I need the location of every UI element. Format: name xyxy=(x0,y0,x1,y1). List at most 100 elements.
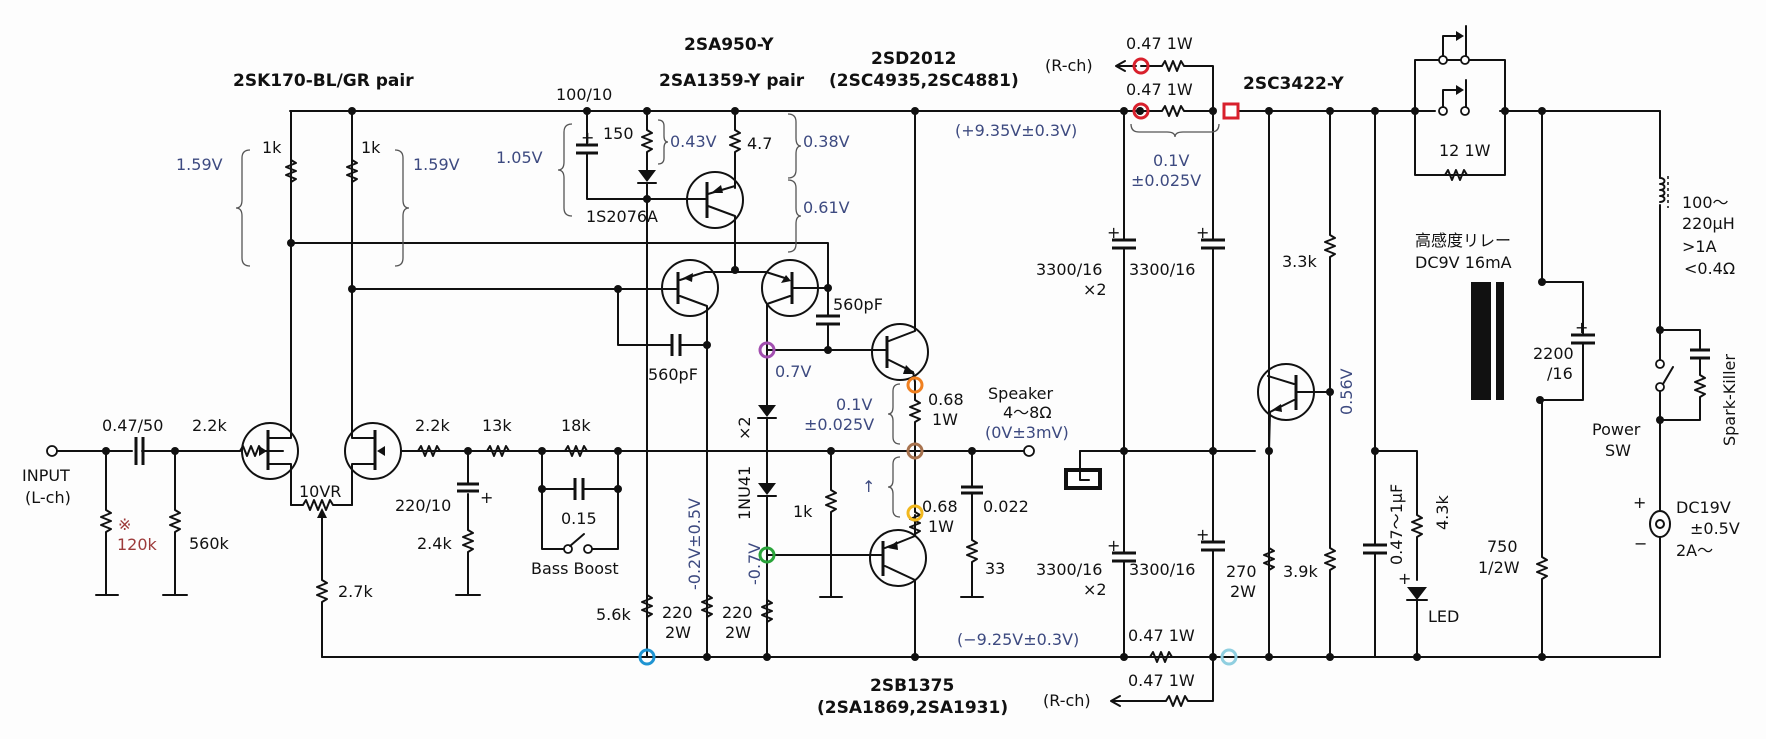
label-r-270-w: 2W xyxy=(1230,582,1256,601)
label-c-fb: 220/10 xyxy=(395,496,451,515)
capacitor-0-022-icon xyxy=(961,485,983,495)
junction xyxy=(1536,396,1544,404)
junction xyxy=(1656,416,1664,424)
resistor-4-7-icon xyxy=(729,110,741,189)
junction xyxy=(1326,388,1334,396)
junction xyxy=(1265,653,1273,661)
junction xyxy=(1538,653,1546,661)
cap-100-10-wire xyxy=(586,110,648,200)
brace-043v xyxy=(657,119,669,165)
voltage-rail-positive: (+9.35V±0.3V) xyxy=(955,121,1077,140)
part-diff-pair: 2SA1359-Y pair xyxy=(659,71,805,91)
input-terminal[interactable] xyxy=(46,445,58,457)
label-r-220-a: 220 xyxy=(662,603,693,622)
capacitor-220-10-icon xyxy=(457,482,479,493)
label-r-in-series: 2.2k xyxy=(192,416,227,435)
jfet-right-icon xyxy=(344,110,419,506)
wire xyxy=(1079,450,1090,481)
label-c-in: 0.47/50 xyxy=(102,416,163,435)
capacitor-2200-icon xyxy=(1571,333,1595,345)
voltage-jfet-right: 1.59V xyxy=(413,155,460,174)
vr-wiper-arrow-icon xyxy=(317,508,327,518)
transistor-2sa950-icon xyxy=(646,171,744,244)
resistor-270-icon xyxy=(1263,450,1275,658)
voltage-output: (0V±3mV) xyxy=(985,423,1069,442)
label-r-in-shunt: 120k xyxy=(117,535,158,554)
brace-emitter-bottom xyxy=(887,456,901,518)
capacitor-047-1u-icon xyxy=(1363,543,1387,555)
resistor-12-1w-icon xyxy=(1444,169,1468,181)
zobel-network xyxy=(960,450,984,598)
label-r-4-7: 4.7 xyxy=(747,134,772,153)
test-point-output[interactable] xyxy=(906,442,924,460)
label-inductor-4: <0.4Ω xyxy=(1684,259,1735,278)
brace-jfet-left xyxy=(235,149,251,267)
label-note-mark: ※ xyxy=(118,515,131,534)
junction xyxy=(1371,447,1379,455)
vr-10-icon xyxy=(290,499,353,511)
voltage-0-61: 0.61V xyxy=(803,198,850,217)
label-plus: + xyxy=(1107,536,1120,555)
jfet-left-icon xyxy=(241,110,299,506)
label-relay: 高感度リレー xyxy=(1415,231,1511,250)
label-c-560-b: 560pF xyxy=(833,295,883,314)
voltage-jfet-left: 1.59V xyxy=(176,155,223,174)
label-c-2200-v: /16 xyxy=(1547,364,1573,383)
capacitor-100-10-icon xyxy=(576,143,598,155)
part-protect-tr: 2SC3422-Y xyxy=(1243,74,1344,94)
label-dc-plus: + xyxy=(1633,493,1646,512)
voltage-0-56: 0.56V xyxy=(1337,368,1356,415)
power-switch-icon[interactable] xyxy=(1655,359,1674,392)
voltage-rail-negative: (−9.25V±0.3V) xyxy=(957,630,1079,649)
brace-105v xyxy=(557,123,573,217)
test-point-npn-emitter[interactable] xyxy=(906,376,924,394)
test-point-pos-supply[interactable] xyxy=(1222,102,1240,120)
test-point-vas-bottom[interactable] xyxy=(758,546,776,564)
test-point-pnp-emitter[interactable] xyxy=(906,504,924,522)
test-point-rch-pos[interactable] xyxy=(1132,57,1150,75)
label-r-150: 150 xyxy=(603,124,634,143)
c560-a-wire xyxy=(617,288,708,346)
test-point-pos-rail[interactable] xyxy=(1132,102,1150,120)
test-point-neg-supply[interactable] xyxy=(1220,648,1238,666)
part-current-source: 2SA950-Y xyxy=(684,35,774,55)
dc-jack-icon[interactable] xyxy=(1649,510,1671,538)
label-plus: + xyxy=(1575,318,1588,337)
capacitor-0-15-icon xyxy=(573,478,585,500)
part-pnp-output-alt: (2SA1869,2SA1931) xyxy=(817,698,1008,718)
voltage-emitter-2: ±0.025V xyxy=(804,415,874,434)
junction xyxy=(1209,653,1217,661)
relay-contact-bottom-icon xyxy=(1438,79,1470,116)
label-spark-killer: Spark-Killer xyxy=(1720,354,1739,446)
brace-038v xyxy=(787,113,802,179)
resistor-1k-left-icon xyxy=(285,159,297,183)
label-power-sw-2: SW xyxy=(1605,441,1631,460)
transistor-2sb1375-icon xyxy=(766,514,927,658)
label-r-drain-right: 1k xyxy=(361,138,381,157)
bass-boost-switch-icon[interactable] xyxy=(563,533,593,554)
transistor-2sc3422-icon xyxy=(1257,363,1331,452)
label-rch-top: (R-ch) xyxy=(1045,56,1093,75)
label-vr: 10VR xyxy=(299,482,341,501)
label-r-220-a-w: 2W xyxy=(665,623,691,642)
spark-killer-capacitor-icon xyxy=(1690,348,1710,360)
label-inductor-1: 100〜 xyxy=(1682,193,1729,212)
part-pnp-output: 2SB1375 xyxy=(870,676,954,696)
test-point-neg-rail-left[interactable] xyxy=(638,648,656,666)
brace-061v xyxy=(787,179,802,253)
label-plus: + xyxy=(480,488,493,507)
test-point-vas-top[interactable] xyxy=(758,341,776,359)
resistor-2k2-in-icon xyxy=(239,445,263,457)
label-r-5-6k: 5.6k xyxy=(596,605,631,624)
voltage-1-05: 1.05V xyxy=(496,148,543,167)
vr-wiper xyxy=(316,516,328,658)
speaker-terminal[interactable] xyxy=(1023,445,1035,457)
junction xyxy=(1656,326,1664,334)
label-r-zobel: 33 xyxy=(985,559,1005,578)
label-r-047-top: 0.47 1W xyxy=(1126,80,1193,99)
junction xyxy=(348,285,356,293)
transistor-diff-left-icon xyxy=(617,259,736,658)
resistor-1k-right-icon xyxy=(346,159,358,183)
emitter-resistors-icon xyxy=(909,381,921,535)
